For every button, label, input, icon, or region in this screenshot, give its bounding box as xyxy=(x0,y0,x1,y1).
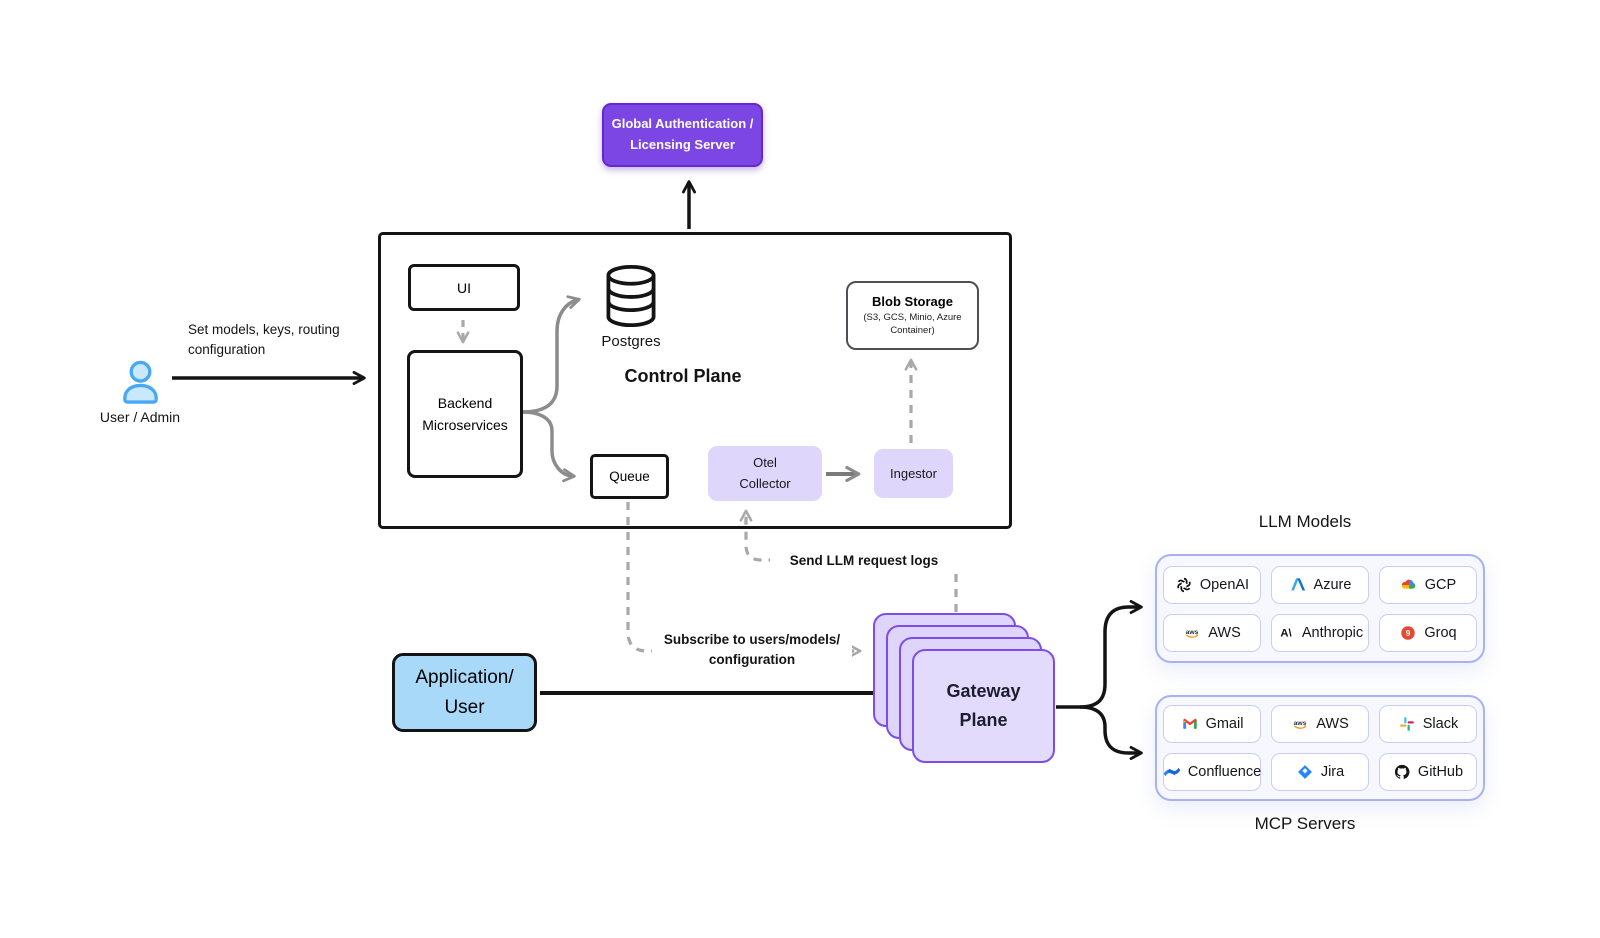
chip-label: AWS xyxy=(1208,624,1241,641)
backend-label-line1: Backend xyxy=(437,394,493,411)
aws-icon xyxy=(1183,624,1201,642)
chip-confluence: Confluence xyxy=(1163,753,1261,791)
anthropic-icon xyxy=(1277,624,1295,642)
queue-label: Queue xyxy=(609,469,650,484)
ui-box: UI xyxy=(408,264,520,311)
llm-models-panel: OpenAI Azure GCP AWS Anthropic Groq xyxy=(1155,554,1485,663)
set-models-line1: Set models, keys, routing xyxy=(188,322,340,337)
edge-label-send-llm-request-logs: Send LLM request logs xyxy=(770,549,958,574)
chip-gcp: GCP xyxy=(1379,565,1477,604)
subscribe-line1: Subscribe to users/models/ xyxy=(663,632,841,647)
queue-box: Queue xyxy=(590,454,669,499)
chip-label: Slack xyxy=(1422,716,1459,732)
arrow-backend-to-postgres xyxy=(521,295,581,414)
postgres-label: Postgres xyxy=(601,333,661,350)
database-icon xyxy=(602,264,660,328)
arrow-backend-to-queue xyxy=(521,410,576,483)
blob-storage-subtitle-line1: (S3, GCS, Minio, Azure xyxy=(863,311,962,323)
chip-label: Anthropic xyxy=(1301,624,1364,641)
groq-icon xyxy=(1399,624,1417,642)
github-icon xyxy=(1393,763,1411,781)
chip-label: Jira xyxy=(1320,764,1345,780)
chip-github: GitHub xyxy=(1379,753,1477,791)
chip-azure: Azure xyxy=(1271,565,1369,604)
azure-icon xyxy=(1289,576,1307,594)
chip-label: Groq xyxy=(1424,624,1457,641)
chip-groq: Groq xyxy=(1379,613,1477,652)
jira-icon xyxy=(1296,763,1314,781)
gmail-icon xyxy=(1181,715,1199,733)
chip-label: Azure xyxy=(1313,576,1352,593)
application-user-box: Application/ User xyxy=(392,653,537,732)
arrow-gateway-to-llm xyxy=(1056,599,1143,709)
blob-storage-subtitle-line2: Container) xyxy=(890,325,935,336)
gateway-label-line2: Plane xyxy=(959,710,1008,730)
chip-label: GitHub xyxy=(1417,764,1464,780)
chip-jira: Jira xyxy=(1271,753,1369,791)
ingestor-box: Ingestor xyxy=(874,449,953,498)
gcp-icon xyxy=(1400,576,1418,594)
chip-aws: AWS xyxy=(1271,705,1369,743)
edge-label-set-models: Set models, keys, routing configuration xyxy=(188,320,363,359)
chip-anthropic: Anthropic xyxy=(1271,613,1369,652)
control-plane-title: Control Plane xyxy=(624,366,742,386)
person-icon xyxy=(117,359,164,406)
global-auth-label-line2: Licensing Server xyxy=(630,137,735,152)
edge-label-subscribe: Subscribe to users/models/ configuration xyxy=(652,628,852,673)
chip-label: Gmail xyxy=(1205,716,1244,732)
gateway-label-line1: Gateway xyxy=(946,681,1021,702)
confluence-icon xyxy=(1163,763,1181,781)
mcp-servers-title: MCP Servers xyxy=(1254,814,1356,833)
gateway-plane-box: Gateway Plane xyxy=(912,649,1055,763)
global-auth-licensing-server-box: Global Authentication / Licensing Server xyxy=(602,103,763,167)
otel-collector-box: Otel Collector xyxy=(708,446,822,501)
ui-label: UI xyxy=(457,279,471,296)
blob-storage-box: Blob Storage (S3, GCS, Minio, Azure Cont… xyxy=(846,281,979,350)
chip-aws: AWS xyxy=(1163,613,1261,652)
app-user-label-line2: User xyxy=(444,696,485,718)
global-auth-label-line1: Global Authentication / xyxy=(611,116,754,132)
backend-label-line2: Microservices xyxy=(422,417,508,433)
otel-label-line2: Collector xyxy=(739,475,791,491)
app-user-label-line1: Application/ xyxy=(415,667,514,689)
slack-icon xyxy=(1398,715,1416,733)
user-admin-label: User / Admin xyxy=(99,409,181,425)
mcp-servers-panel: Gmail AWS Slack Confluence Jira GitHub xyxy=(1155,695,1485,801)
chip-label: GCP xyxy=(1424,576,1457,593)
backend-microservices-box: Backend Microservices xyxy=(407,350,523,478)
chip-label: Confluence xyxy=(1187,764,1262,780)
openai-icon xyxy=(1175,576,1193,594)
chip-label: AWS xyxy=(1316,716,1349,732)
otel-label-line1: Otel xyxy=(753,455,777,471)
aws-icon xyxy=(1291,715,1309,733)
chip-openai: OpenAI xyxy=(1163,565,1261,604)
chip-gmail: Gmail xyxy=(1163,705,1261,743)
llm-models-title: LLM Models xyxy=(1258,512,1352,531)
ingestor-label: Ingestor xyxy=(890,466,937,481)
subscribe-line2: configuration xyxy=(708,652,796,668)
chip-label: OpenAI xyxy=(1199,576,1250,593)
blob-storage-title: Blob Storage xyxy=(872,293,953,309)
arrow-gateway-to-mcp xyxy=(1079,705,1143,761)
chip-slack: Slack xyxy=(1379,705,1477,743)
set-models-line2: configuration xyxy=(188,341,266,357)
